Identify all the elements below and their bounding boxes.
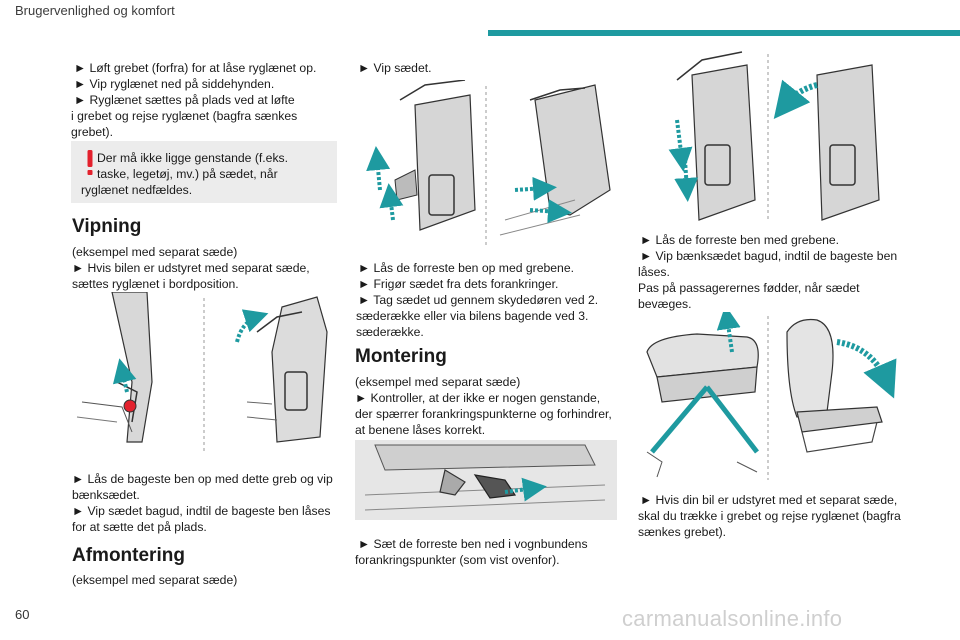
page-number: 60 (15, 607, 30, 622)
text-line: ► Løft grebet (forfra) for at låse ryglæ… (74, 61, 317, 75)
header-accent-bar (488, 30, 960, 36)
text-line: for at sætte det på plads. (72, 520, 207, 534)
col1-afmontering-text: (eksempel med separat sæde) (72, 573, 238, 587)
heading-vipning: Vipning (72, 216, 142, 237)
text-line: ► Vip bænksædet bagud, indtil de bageste… (640, 249, 898, 263)
col1-vipning-text: (eksempel med separat sæde) ► Hvis bilen… (72, 244, 347, 292)
text-line: ► Lås de forreste ben med grebene. (640, 233, 840, 247)
text-line: bevæges. (638, 297, 692, 311)
text-line: ► Lås de bageste ben op med dette greb o… (72, 472, 333, 486)
text-line: ryglænet nedfældes. (81, 183, 193, 197)
text-line: ► Vip ryglænet ned på siddehynden. (74, 77, 275, 91)
text-line: taske, legetøj, mv.) på sædet, når (97, 167, 278, 181)
col2-anchor-text: ► Sæt de forreste ben ned i vognbundens … (355, 536, 620, 568)
text-line: ► Hvis bilen er udstyret med separat sæd… (72, 261, 310, 275)
watermark: carmanualsonline.info (622, 606, 843, 631)
text-line: bænksædet. (72, 488, 140, 502)
heading-afmontering: Afmontering (72, 545, 185, 566)
text-line: ► Tag sædet ud gennem skydedøren ved 2. (358, 293, 599, 307)
text-line: (eksempel med separat sæde) (355, 375, 521, 389)
col2-tip-text: ► Vip sædet. (358, 61, 432, 75)
text-line: der spærrer forankringspunkterne og forh… (355, 407, 612, 421)
text-line: ► Hvis din bil er udstyret med et separa… (640, 493, 898, 507)
text-line: sænkes grebet). (638, 525, 727, 539)
illustration-unlock-rear-legs (72, 292, 337, 454)
text-line: låses. (638, 265, 670, 279)
illustration-anchor-points (355, 440, 617, 520)
col1-lock-text: ► Lås de bageste ben op med dette greb o… (72, 471, 347, 535)
text-line: Der må ikke ligge genstande (f.eks. (97, 151, 289, 165)
col3-backrest-text: ► Hvis din bil er udstyret med et separa… (638, 492, 915, 540)
illustration-raise-backrest (637, 312, 899, 482)
exclamation-warning-icon (87, 150, 93, 175)
text-line: skal du trække i grebet og rejse ryglæne… (638, 509, 901, 523)
col1-intro-text: ► Løft grebet (forfra) for at låse ryglæ… (71, 60, 344, 140)
heading-montering: Montering (355, 346, 447, 367)
text-line: Pas på passagerernes fødder, når sædet (638, 281, 860, 295)
illustration-tip-seat (355, 80, 617, 250)
text-line: ► Sæt de forreste ben ned i vognbundens (358, 537, 588, 551)
text-line: i grebet og rejse ryglænet (bagfra sænke… (71, 109, 298, 123)
text-line: grebet). (71, 125, 114, 139)
col2-release-text: ► Lås de forreste ben op med grebene. ► … (356, 260, 620, 340)
text-line: ► Kontroller, at der ikke er nogen genst… (355, 391, 601, 405)
text-line: forankringspunkter (som vist ovenfor). (355, 553, 560, 567)
text-line: ► Lås de forreste ben op med grebene. (358, 261, 575, 275)
text-line: sæderække eller via bilens bagende ved 3… (356, 309, 589, 323)
text-line: sættes ryglænet i bordposition. (72, 277, 239, 291)
section-title: Brugervenlighed og komfort (15, 3, 175, 18)
text-line: ► Vip sædet bagud, indtil de bageste ben… (72, 504, 331, 518)
col3-lock-text: ► Lås de forreste ben med grebene. ► Vip… (638, 232, 910, 312)
warning-box: Der må ikke ligge genstande (f.eks. task… (71, 141, 337, 203)
text-line: ► Frigør sædet fra dets forankringer. (358, 277, 559, 291)
text-line: (eksempel med separat sæde) (72, 245, 238, 259)
warning-text: Der må ikke ligge genstande (f.eks. task… (81, 150, 331, 198)
col2-montering-text: (eksempel med separat sæde) ► Kontroller… (355, 374, 620, 438)
illustration-lock-front-legs (637, 50, 899, 225)
text-line: at benene låses korrekt. (355, 423, 486, 437)
text-line: sæderække. (356, 325, 424, 339)
text-line: ► Ryglænet sættes på plads ved at løfte (74, 93, 295, 107)
